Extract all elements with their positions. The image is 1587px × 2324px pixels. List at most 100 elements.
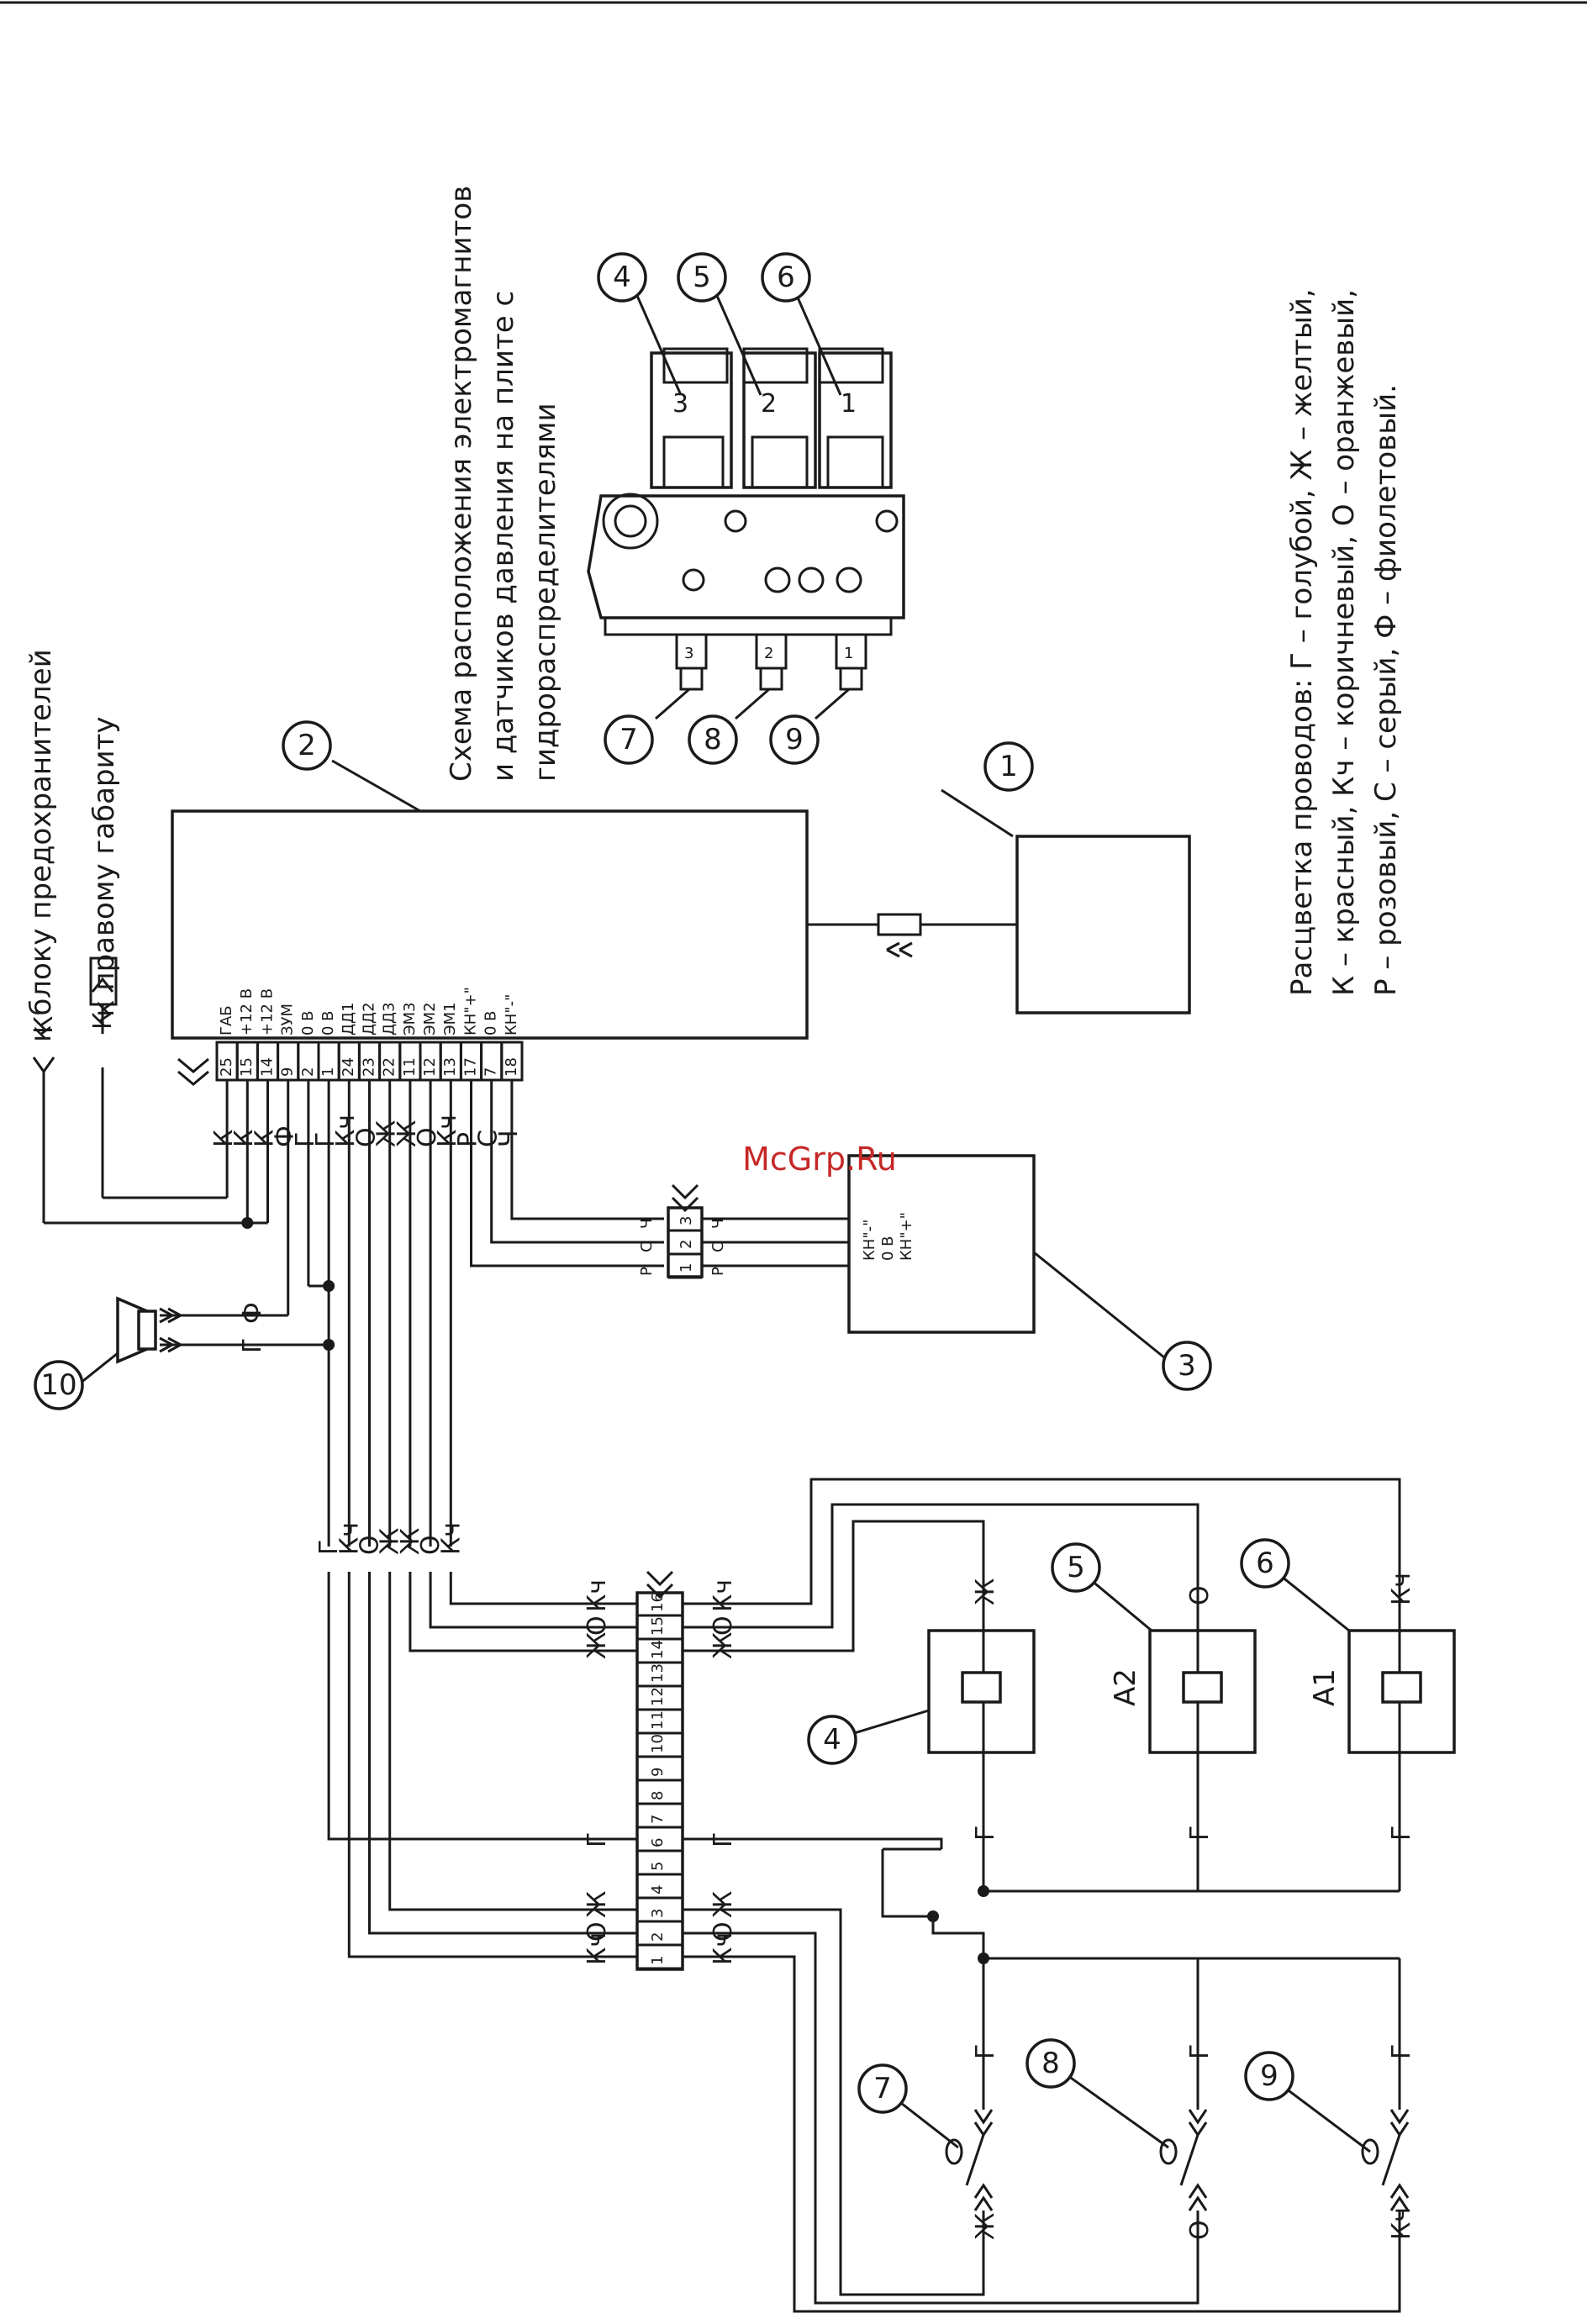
strip-pin-number: 13: [649, 1663, 667, 1683]
strip-pin-number: 16: [649, 1593, 667, 1612]
callout-4-top: 4: [597, 252, 647, 303]
strip-pin-number: 9: [649, 1768, 667, 1777]
controller-pin-number: 13: [441, 1057, 459, 1077]
controller-pin-number: 24: [340, 1057, 357, 1077]
controller-pin-number: 14: [258, 1057, 276, 1077]
schema-title-3: гидрораспределителями: [529, 403, 562, 782]
controller-pin-signal: ЭМ3: [401, 1002, 419, 1036]
bundle-wire-label: Ж: [376, 1528, 405, 1555]
conn3-left-wire: Ч: [638, 1219, 656, 1229]
strip-left-wire: Г: [583, 1832, 612, 1847]
strip-pin-number: 4: [649, 1885, 667, 1895]
svg-text:1: 1: [999, 750, 1018, 783]
strip-pin-number: 15: [649, 1616, 667, 1636]
strip-left-wire: О: [583, 1615, 612, 1636]
controller-pin-signal: ДД3: [381, 1002, 398, 1036]
callout-9-circuit: 9: [1244, 2051, 1294, 2101]
conn3-left-wire: Р: [638, 1267, 656, 1276]
callout-3: 3: [1162, 1341, 1212, 1391]
controller-pin-number: 1: [319, 1067, 337, 1077]
switch-bottom-wire: Ж: [971, 2213, 1000, 2240]
strip-pin-number: 7: [649, 1815, 667, 1824]
controller-pin-wire: Р: [453, 1132, 482, 1147]
controller-pin-number: 18: [503, 1057, 520, 1077]
callout-9-top: 9: [769, 714, 820, 765]
strip-pin-number: 5: [649, 1862, 667, 1871]
controller-pin-number: 7: [482, 1067, 500, 1077]
controller-pin-wire: К: [209, 1130, 239, 1147]
bundle-wire-label: Кч: [335, 1522, 364, 1555]
buzzer-wire-label: Ф: [238, 1302, 267, 1324]
strip-pin-number: 11: [649, 1710, 667, 1730]
controller-pin-wire: О: [413, 1127, 442, 1147]
controller-pin-signal: 0 В: [482, 1010, 500, 1036]
bundle-wire-label: Г: [314, 1540, 344, 1555]
solenoid-bottom-wire: Г: [971, 1826, 1000, 1841]
svg-text:8: 8: [704, 723, 722, 756]
conn3-pin: 1: [678, 1263, 695, 1273]
controller-pin-number: 2: [299, 1067, 317, 1077]
solenoid-top-wire: Ж: [971, 1578, 1000, 1605]
callout-5-circuit: 5: [1051, 1542, 1101, 1593]
callout-6-circuit: 6: [1240, 1538, 1290, 1589]
svg-text:5: 5: [1067, 1551, 1085, 1584]
conn3-signal-label: 0 В: [879, 1236, 897, 1261]
svg-text:2: 2: [298, 729, 316, 762]
bundle-wire-label: О: [416, 1535, 446, 1555]
strip-right-wire: О: [709, 1615, 738, 1636]
strip-right-wire: Кч: [709, 1579, 738, 1612]
controller-pin-signal: ЭМ1: [441, 1002, 459, 1036]
strip-pin-number: 14: [649, 1640, 667, 1659]
solenoid-name: А2: [1109, 1668, 1142, 1706]
svg-text:9: 9: [1260, 2059, 1279, 2093]
controller-pin-signal: ЗУМ: [279, 1004, 297, 1036]
buzzer-10: [75, 1296, 157, 1389]
strip-left-wire: О: [583, 1921, 612, 1942]
strip-pin-number: 8: [649, 1791, 667, 1800]
svg-text:6: 6: [1256, 1547, 1274, 1580]
svg-text:4: 4: [613, 261, 631, 294]
callout-8-circuit: 8: [1025, 2038, 1076, 2089]
switch-bottom-wire: О: [1185, 2220, 1215, 2240]
bundle-wire-label: О: [356, 1535, 385, 1555]
valve-plate-drawing: 3 2 1 3 2 1: [587, 289, 905, 720]
schema-title-2: и датчиков давления на плите с: [487, 291, 520, 782]
conn3-pin: 3: [678, 1216, 695, 1225]
svg-text:8: 8: [1041, 2047, 1060, 2080]
strip-right-wire: О: [709, 1921, 738, 1942]
controller-pin-signal: 0 В: [299, 1010, 317, 1036]
controller-pin-signal: 0 В: [319, 1010, 337, 1036]
callout-8-top: 8: [688, 714, 738, 765]
schema-title-1: Схема расположения электромагнитов: [445, 186, 478, 782]
callout-6-top: 6: [761, 252, 811, 303]
callout-1: 1: [983, 741, 1034, 792]
controller-pin-number: 12: [421, 1057, 439, 1077]
switch-top-wire: Г: [971, 2044, 1000, 2059]
controller-pin-wire: С: [474, 1130, 504, 1147]
solenoid-bottom-wire: Г: [1387, 1826, 1416, 1841]
controller-pin-wire: Ч: [494, 1130, 524, 1147]
strip-left-wire: Ж: [583, 1632, 612, 1659]
svg-text:10: 10: [40, 1368, 76, 1402]
controller-pin-signal: ДД2: [360, 1002, 377, 1036]
solenoid-name: А1: [1308, 1668, 1342, 1706]
controller-pin-wire: К: [250, 1130, 279, 1147]
conn3-right-wire: Р: [709, 1267, 727, 1276]
controller-pin-signal: КН"+": [461, 987, 479, 1036]
sensor-pos-3: 3: [684, 645, 693, 662]
controller-pin-number: 9: [279, 1067, 297, 1077]
strip-right-wire: Ж: [709, 1891, 738, 1918]
conn3-right-wire: С: [709, 1241, 727, 1252]
legend-line-2: К – красный, Кч – коричневый, О – оранже…: [1327, 289, 1361, 996]
controller-pin-number: 15: [238, 1057, 256, 1077]
unit-1: [1015, 835, 1191, 1014]
controller-pin-signal: ГАБ: [218, 1005, 235, 1036]
svg-text:5: 5: [693, 261, 711, 294]
strip-right-wire: Ж: [709, 1632, 738, 1659]
controller-pin-number: 22: [381, 1057, 398, 1077]
callout-5-top: 5: [677, 252, 727, 303]
callout-2: 2: [282, 720, 332, 771]
